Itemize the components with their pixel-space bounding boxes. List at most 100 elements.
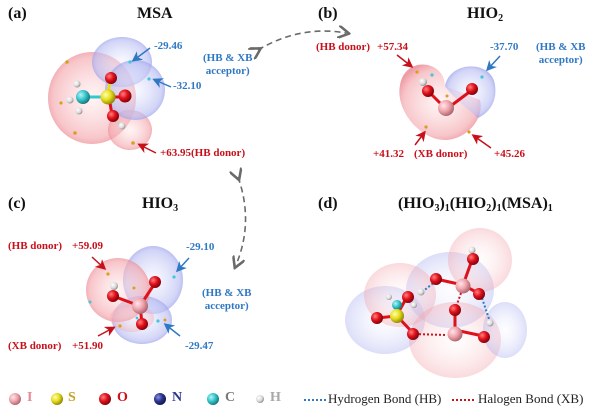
msa-molecule <box>48 37 165 150</box>
panel-label-b: (b) <box>318 5 338 22</box>
atom-o <box>149 276 161 288</box>
role-line: (HB & XB <box>203 52 253 64</box>
interaction-arrow-msa-hio2[interactable] <box>258 31 346 50</box>
esp-value: -29.10 <box>186 241 215 253</box>
hydrogen-bond <box>421 280 437 293</box>
atom-i <box>438 100 454 116</box>
title-text: (MSA) <box>501 195 548 212</box>
atom-h <box>66 96 74 104</box>
title-sub: 1 <box>496 203 502 214</box>
legend-label-c: C <box>225 390 236 405</box>
atom-h <box>75 107 83 115</box>
atom-o <box>473 288 485 300</box>
title-sub: 2 <box>498 13 504 24</box>
atom-o <box>105 72 117 84</box>
esp-value: +51.90 <box>72 340 104 352</box>
esp-value: +63.95(HB donor) <box>160 147 246 159</box>
atom-h <box>417 288 425 296</box>
hydrogen-bond <box>481 297 491 323</box>
role-line: acceptor) <box>538 54 583 66</box>
interaction-arrow-msa-hio3[interactable] <box>236 177 247 265</box>
arrow-max <box>137 143 157 154</box>
atom-h <box>73 80 81 88</box>
role-label: (XB donor) <box>414 148 468 160</box>
arrow-min-2 <box>163 323 181 337</box>
halogen-bond <box>414 333 447 336</box>
legend-atom-spheres <box>9 393 264 405</box>
title-sub: 1 <box>444 203 450 214</box>
esp-value: -29.46 <box>154 40 183 52</box>
role-line: acceptor) <box>204 300 249 312</box>
title-sub: 2 <box>486 203 492 214</box>
role-label: (XB donor) <box>8 340 62 352</box>
atom-h <box>110 282 118 290</box>
panel-title-msa: MSA <box>137 5 173 22</box>
title-text: (HIO <box>398 195 435 212</box>
title-sub: 1 <box>547 203 553 214</box>
atom-o <box>422 85 434 97</box>
legend-sphere-h <box>256 395 264 403</box>
role-line: acceptor) <box>205 65 250 77</box>
atom-c <box>392 300 402 310</box>
esp-surface-positive <box>448 228 512 292</box>
legend-sphere-c <box>207 393 219 405</box>
arrow-min-1 <box>131 47 151 62</box>
hio2-molecule <box>399 64 496 140</box>
esp-value: +41.32 <box>373 148 405 160</box>
atom-i <box>132 298 148 314</box>
atom-o <box>467 253 479 265</box>
atom-c <box>76 90 90 104</box>
arrow-min-2 <box>152 78 172 88</box>
arrow-max <box>396 54 414 68</box>
atom-h <box>419 78 427 86</box>
atom-i <box>447 326 463 342</box>
panel-label-a: (a) <box>8 5 27 22</box>
title-sub: 3 <box>173 203 179 214</box>
panel-title-cluster: (HIO3)1(HIO2)1(MSA)1 <box>398 195 553 214</box>
esp-surface-positive <box>364 263 436 327</box>
esp-value: -32.10 <box>173 80 202 92</box>
legend-label-hydrogen-bond: Hydrogen Bond (HB) <box>328 391 442 406</box>
panel-label-c: (c) <box>8 195 26 212</box>
title-text: HIO <box>142 195 174 212</box>
atom-s <box>100 89 116 105</box>
atom-h <box>468 246 476 254</box>
legend-label-s: S <box>68 390 76 405</box>
atom-o <box>107 290 119 302</box>
atom-o <box>449 304 461 316</box>
arrow-xb-2 <box>471 134 492 149</box>
atom-o <box>402 291 414 303</box>
arrow-min-1 <box>175 257 190 273</box>
esp-surface-positive <box>108 110 152 150</box>
role-label: (HB & XB acceptor) <box>203 52 253 78</box>
halogen-bond <box>454 292 462 311</box>
legend-sphere-s <box>51 393 63 405</box>
hio3-molecule <box>86 246 183 344</box>
legend-label-i: I <box>27 390 33 405</box>
esp-value: +45.26 <box>494 148 526 160</box>
role-label: (HB donor) <box>316 41 371 53</box>
legend-label-n: N <box>172 390 183 405</box>
title-text: ) <box>491 195 497 212</box>
role-label: (HB donor) <box>8 240 63 252</box>
title-text: (HIO <box>449 195 487 212</box>
title-text: HIO <box>467 5 499 22</box>
atom-o <box>430 273 442 285</box>
role-label: (HB & XB acceptor) <box>202 287 252 313</box>
panel-title-hio2: HIO2 <box>467 5 503 24</box>
cluster-molecule <box>345 228 527 378</box>
atom-h <box>411 302 417 308</box>
legend-sphere-i <box>9 393 21 405</box>
esp-value: -37.70 <box>490 41 519 53</box>
panel-title-hio3: HIO3 <box>142 195 178 214</box>
atom-h <box>118 122 126 130</box>
atom-i <box>455 278 471 294</box>
atom-o <box>478 331 490 343</box>
esp-value: -29.47 <box>185 340 214 352</box>
legend-label-halogen-bond: Halogen Bond (XB) <box>478 391 584 406</box>
esp-value: +59.09 <box>72 240 104 252</box>
atom-o <box>407 328 419 340</box>
arrow-max <box>91 256 107 271</box>
legend-label-o: O <box>117 390 128 405</box>
